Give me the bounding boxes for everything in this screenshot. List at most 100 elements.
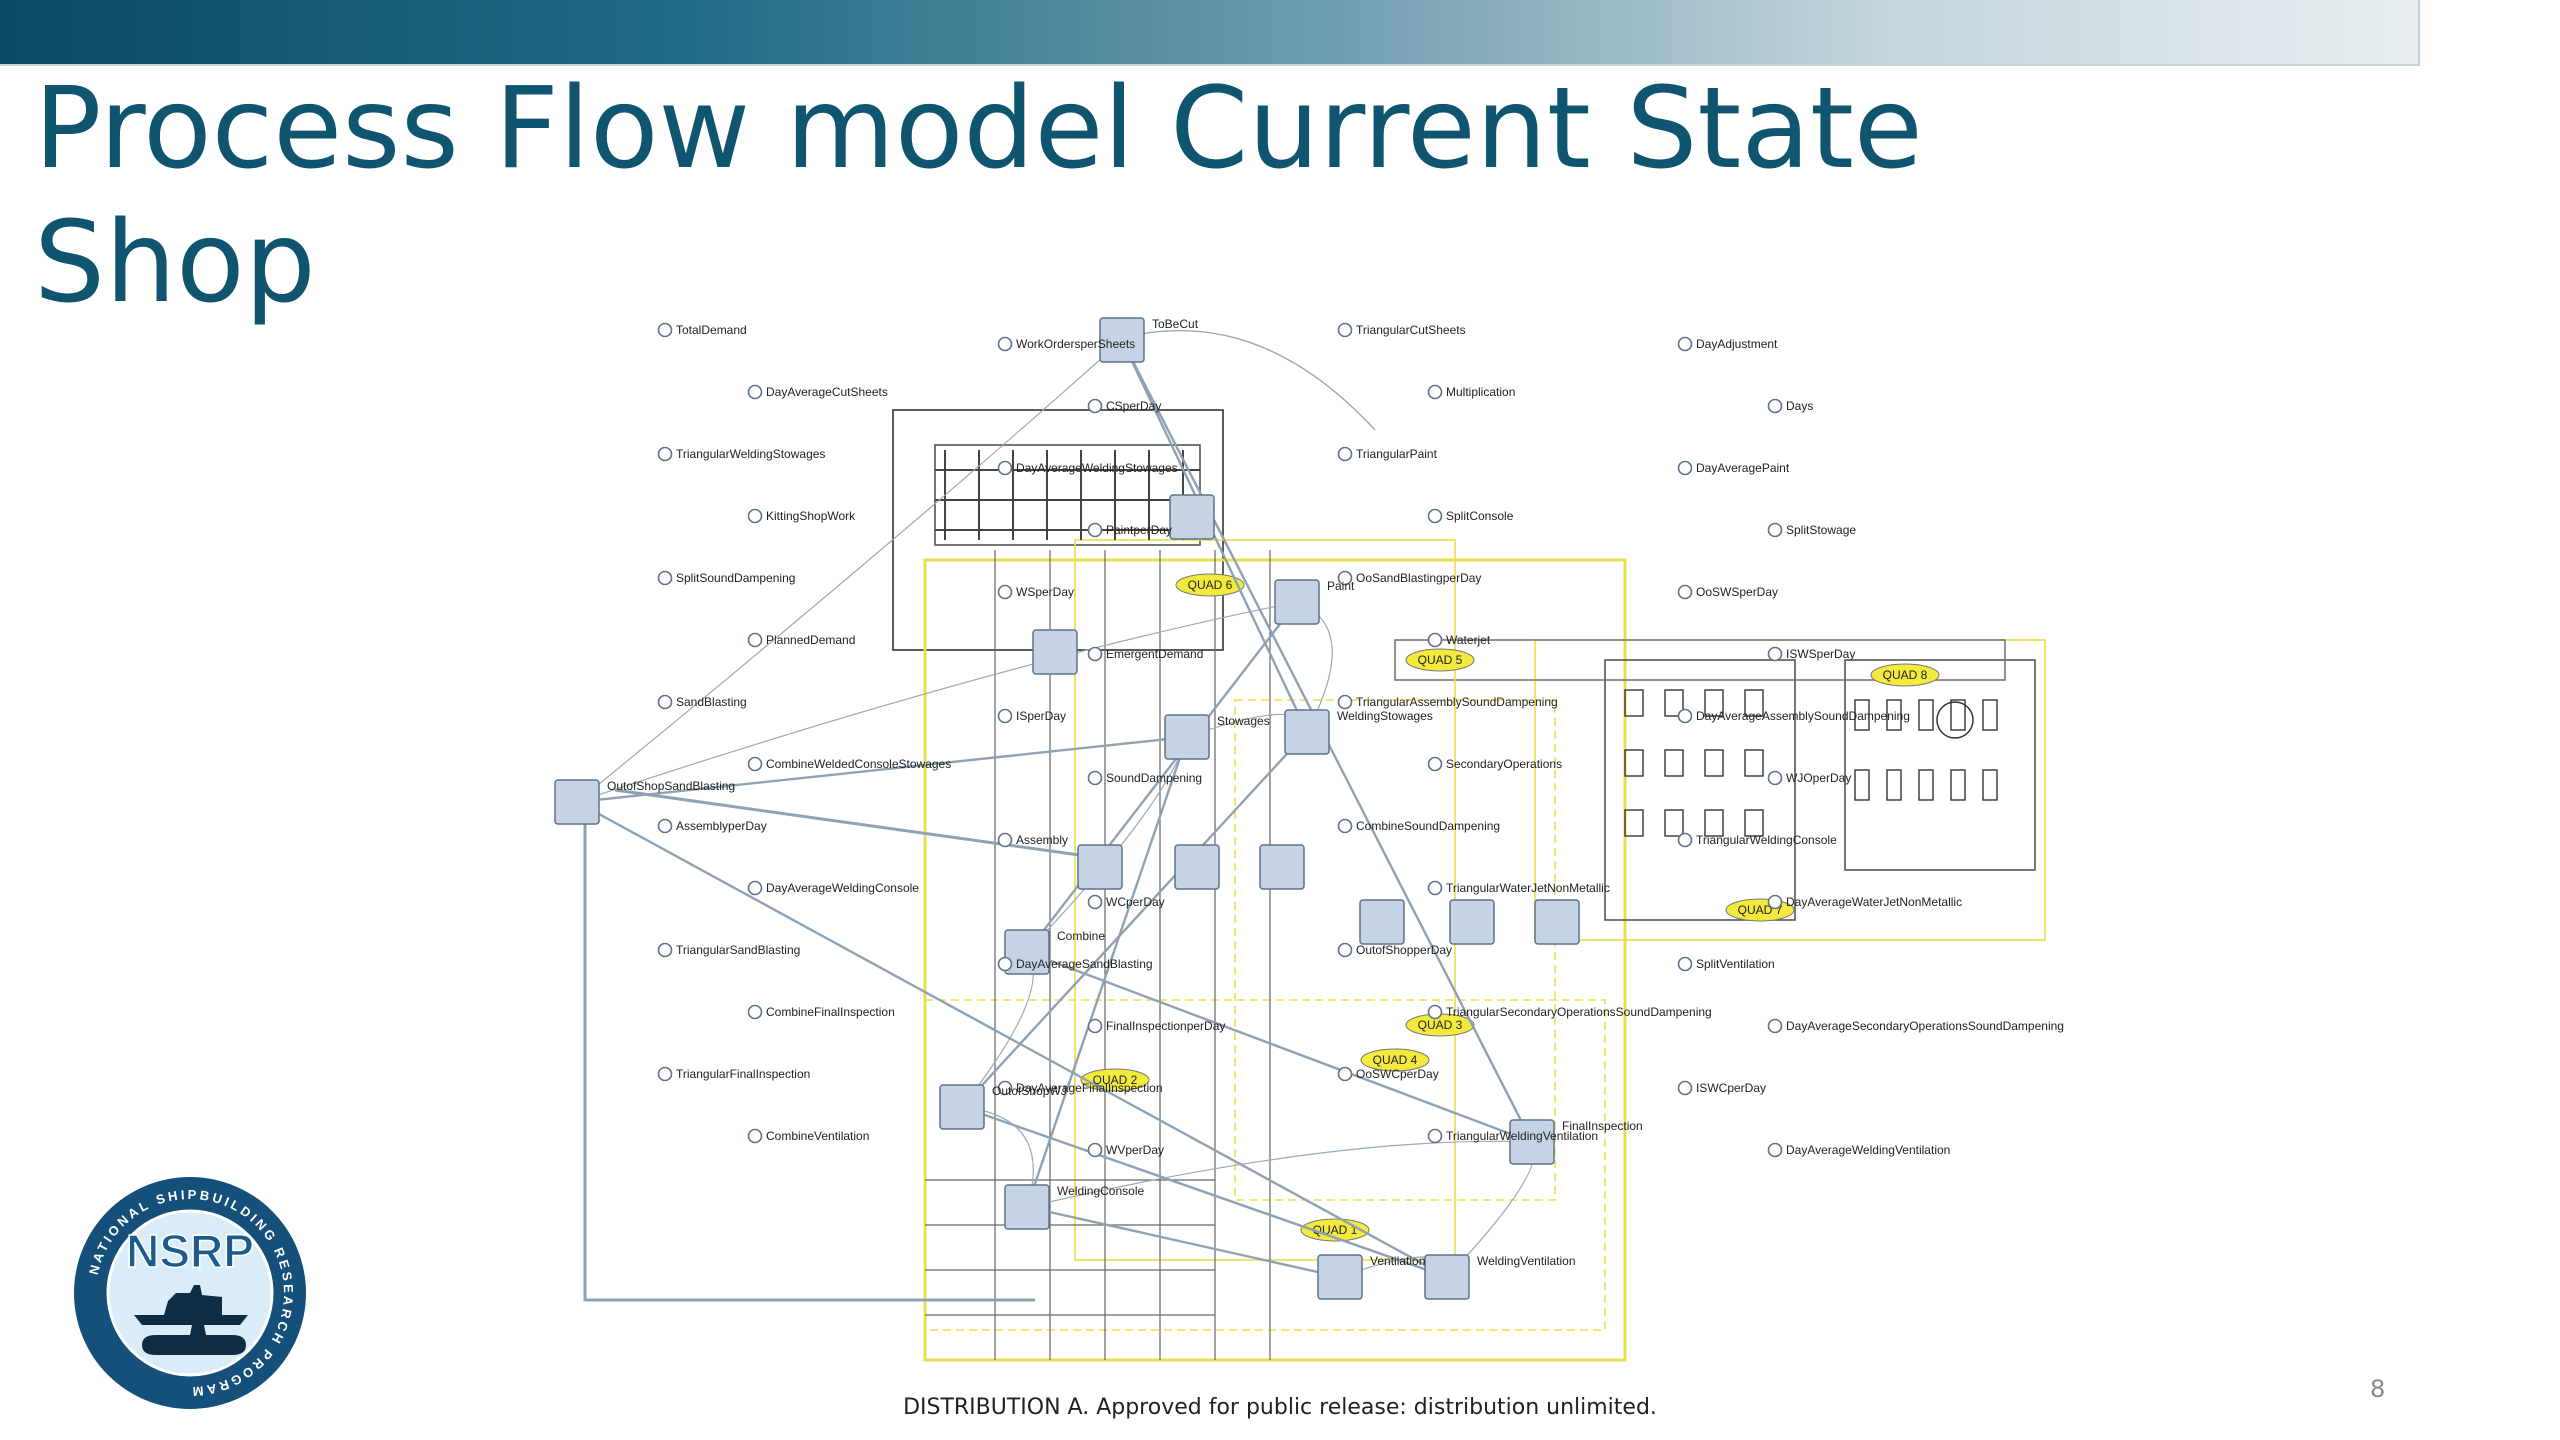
variable-label: WSperDay xyxy=(1016,585,1074,599)
variable-node xyxy=(1427,508,1443,524)
flow-pipe xyxy=(1026,601,1298,953)
variable-label: DayAverageWeldingVentilation xyxy=(1786,1143,1950,1157)
floorplan-machine xyxy=(1744,689,1764,717)
stock-label: Stowages xyxy=(1217,714,1270,728)
stock-node xyxy=(1284,709,1330,755)
distribution-statement: DISTRIBUTION A. Approved for public rele… xyxy=(903,1395,1657,1420)
variable-label: SplitConsole xyxy=(1446,509,1514,523)
variable-node xyxy=(1677,1080,1693,1096)
flow-pipe xyxy=(1026,950,1533,1144)
floorplan-machine xyxy=(1704,809,1724,837)
variable-label: Assembly xyxy=(1016,833,1068,847)
floorplan-machine xyxy=(1918,769,1934,801)
stock-node xyxy=(1534,899,1580,945)
variable-label: TriangularSandBlasting xyxy=(676,943,800,957)
model-elements xyxy=(554,317,1783,1300)
stock-node xyxy=(1164,714,1210,760)
variable-node xyxy=(747,632,763,648)
floorplan-machine xyxy=(1982,769,1998,801)
title-accent-bar xyxy=(0,0,2420,66)
floorplan-machine xyxy=(1624,809,1644,837)
variable-node xyxy=(1087,1018,1103,1034)
variable-node xyxy=(1677,460,1693,476)
flow-pipe xyxy=(1026,1205,1341,1279)
variable-label: KittingShopWork xyxy=(766,509,856,523)
stock-node xyxy=(554,779,600,825)
variable-label: WVperDay xyxy=(1106,1143,1164,1157)
stock-node xyxy=(1274,579,1320,625)
variable-label: SandBlasting xyxy=(676,695,747,709)
floorplan-machine xyxy=(1936,701,1974,739)
variable-node xyxy=(1337,570,1353,586)
zone-badge xyxy=(1405,648,1475,672)
floorplan-machine xyxy=(1704,689,1724,717)
variable-node xyxy=(1337,1066,1353,1082)
variable-node xyxy=(997,956,1013,972)
variable-label: WorkOrdersperSheets xyxy=(1016,337,1135,351)
variable-label: DayAverageAssemblySoundDampening xyxy=(1696,709,1910,723)
variable-node xyxy=(1677,584,1693,600)
variable-node xyxy=(1767,894,1783,910)
floorplan-machine xyxy=(1664,749,1684,777)
variable-label: SecondaryOperations xyxy=(1446,757,1562,771)
variable-label: Days xyxy=(1786,399,1813,413)
variable-label: TriangularWeldingStowages xyxy=(676,447,825,461)
variable-node xyxy=(1427,1004,1443,1020)
variable-label: SplitStowage xyxy=(1786,523,1856,537)
stock-label: Paint xyxy=(1327,579,1355,593)
variable-label: DayAdjustment xyxy=(1696,337,1778,351)
variable-node xyxy=(1767,398,1783,414)
stock-node xyxy=(1359,899,1405,945)
variable-label: DayAverageCutSheets xyxy=(766,385,888,399)
flow-pipe xyxy=(614,788,1116,862)
variable-label: TriangularSecondaryOperationsSoundDampen… xyxy=(1446,1005,1712,1019)
flow-links xyxy=(576,329,1536,1302)
connector xyxy=(1026,1140,1533,1208)
variable-label: Waterjet xyxy=(1446,633,1491,647)
zone-label: QUAD 3 xyxy=(1418,1018,1463,1032)
variable-node xyxy=(1677,832,1693,848)
variable-label: SplitVentilation xyxy=(1696,957,1775,971)
slide-title-line-1: Process Flow model Current State xyxy=(34,64,1923,194)
stock-node xyxy=(1174,844,1220,890)
variable-node xyxy=(657,694,673,710)
variable-node xyxy=(997,584,1013,600)
floorplan-wall xyxy=(1844,659,2036,871)
floorplan-machine xyxy=(1744,749,1764,777)
variable-label: CombineSoundDampening xyxy=(1356,819,1500,833)
zone-label: QUAD 6 xyxy=(1188,578,1233,592)
stock-label: OutofShopSandBlasting xyxy=(607,779,735,793)
variable-label: TotalDemand xyxy=(676,323,747,337)
variable-node xyxy=(1337,818,1353,834)
variable-label: OoSWSperDay xyxy=(1696,585,1778,599)
variable-node xyxy=(1767,1018,1783,1034)
zone-badge xyxy=(1360,1048,1430,1072)
variable-label: DayAverageWaterJetNonMetallic xyxy=(1786,895,1962,909)
floorplan-wall xyxy=(1394,639,2006,681)
variable-node xyxy=(1677,956,1693,972)
variable-label: DayAverageWeldingConsole xyxy=(766,881,919,895)
stock-node xyxy=(1077,844,1123,890)
variable-label: WCperDay xyxy=(1106,895,1165,909)
variable-label: TriangularCutSheets xyxy=(1356,323,1466,337)
flow-pipe xyxy=(961,1105,1448,1279)
floorplan-machine xyxy=(1704,749,1724,777)
variable-label: DayAveragePaint xyxy=(1696,461,1790,475)
zone-label: QUAD 4 xyxy=(1373,1053,1418,1067)
variable-node xyxy=(657,570,673,586)
floorplan-wall xyxy=(923,558,1627,1362)
variable-label: SoundDampening xyxy=(1106,771,1202,785)
variable-node xyxy=(1087,646,1103,662)
variable-node xyxy=(657,446,673,462)
stock-label: Combine xyxy=(1057,929,1105,943)
variable-label: Multiplication xyxy=(1446,385,1515,399)
stock-node xyxy=(1317,1254,1363,1300)
variable-node xyxy=(747,756,763,772)
nsrp-logo: NATIONAL SHIPBUILDING RESEARCH PROGRAM N… xyxy=(74,1177,306,1409)
floorplan-machine xyxy=(1664,689,1684,717)
variable-label: DayAverageSandBlasting xyxy=(1016,957,1153,971)
slide-title: Process Flow model Current State Shop xyxy=(34,62,2134,330)
variable-label: PaintperDay xyxy=(1106,523,1172,537)
stock-node xyxy=(1032,629,1078,675)
